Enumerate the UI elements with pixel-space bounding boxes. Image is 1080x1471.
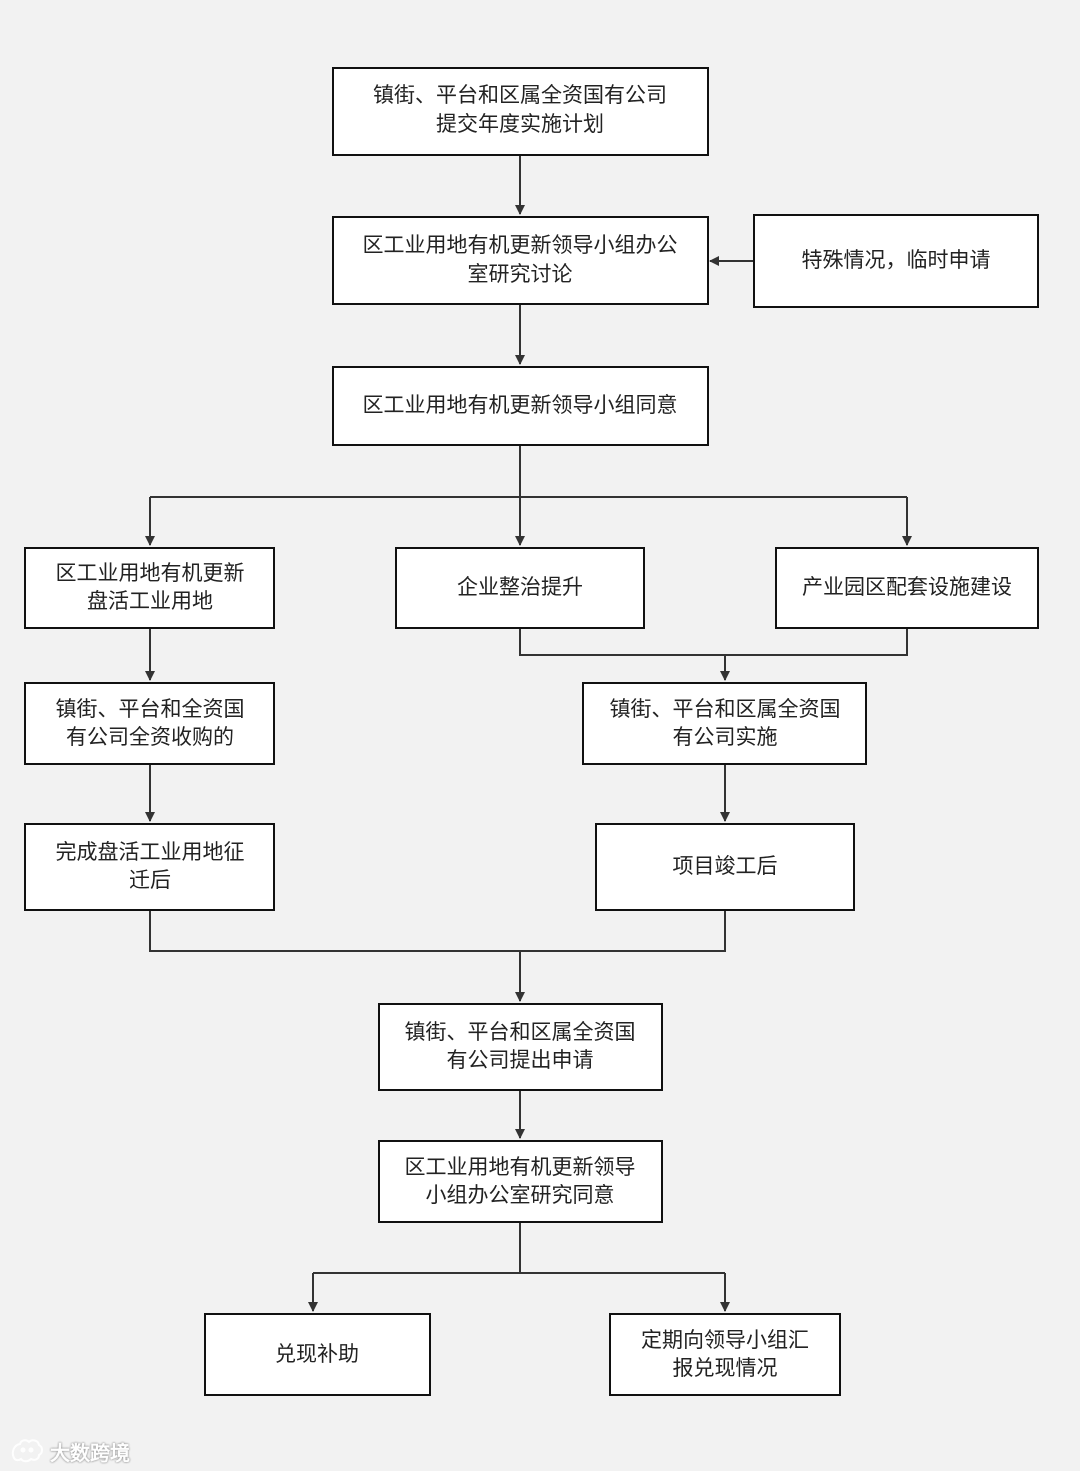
node-label-line-2: 迁后 — [129, 868, 171, 892]
node-box — [609, 1313, 841, 1396]
node-label-line-2: 提交年度实施计划 — [436, 112, 604, 136]
node-label-line-2: 有公司全资收购的 — [66, 725, 234, 749]
node-box — [24, 682, 275, 765]
watermark-text: 大数跨境 — [50, 1440, 130, 1465]
node-label-line-2: 小组办公室研究同意 — [426, 1183, 615, 1207]
connector-layer — [145, 155, 912, 1312]
node-box — [753, 214, 1039, 308]
node-label-line-1: 区工业用地有机更新 — [56, 561, 245, 585]
node-leading-group-approval: 区工业用地有机更新领导小组同意 — [332, 366, 709, 446]
node-label-line-1: 镇街、平台和区属全资国 — [405, 1020, 636, 1044]
edge-n11-merge — [520, 910, 726, 952]
node-label-line-1: 区工业用地有机更新领导 — [405, 1155, 636, 1179]
node-label-line-2: 报兑现情况 — [673, 1356, 778, 1380]
node-label-line-2: 有公司提出申请 — [447, 1048, 594, 1072]
edge-n10-merge — [149, 910, 520, 952]
node-implementation: 镇街、平台和区属全资国 有公司实施 — [582, 682, 867, 765]
node-industrial-land-renewal: 区工业用地有机更新 盘活工业用地 — [24, 547, 275, 629]
node-full-acquisition: 镇街、平台和全资国 有公司全资收购的 — [24, 682, 275, 765]
node-label-line-1: 镇街、平台和全资国 — [56, 697, 245, 721]
node-box — [378, 1003, 663, 1091]
node-enterprise-upgrade: 企业整治提升 — [395, 547, 645, 629]
node-label: 项目竣工后 — [673, 854, 778, 878]
node-label: 兑现补助 — [275, 1342, 359, 1366]
node-box — [332, 216, 709, 305]
node-label: 企业整治提升 — [457, 575, 583, 599]
node-report-to-group: 定期向领导小组汇 报兑现情况 — [609, 1313, 841, 1396]
node-box — [595, 823, 855, 911]
node-label-line-2: 盘活工业用地 — [87, 589, 213, 613]
node-box — [775, 547, 1039, 629]
node-label-line-2: 有公司实施 — [673, 725, 778, 749]
node-industrial-park-facilities: 产业园区配套设施建设 — [775, 547, 1039, 629]
node-label-line-1: 完成盘活工业用地征 — [56, 840, 245, 864]
node-box — [332, 67, 709, 156]
node-box — [332, 366, 709, 446]
node-label: 区工业用地有机更新领导小组同意 — [363, 393, 678, 417]
edge-n6-merge — [519, 628, 725, 656]
node-box — [24, 547, 275, 629]
node-office-approval: 区工业用地有机更新领导 小组办公室研究同意 — [378, 1140, 663, 1223]
node-label: 特殊情况，临时申请 — [802, 248, 991, 272]
edge-n7-merge — [725, 628, 908, 656]
node-relocation-complete: 完成盘活工业用地征 迁后 — [24, 823, 275, 911]
node-project-completed: 项目竣工后 — [595, 823, 855, 911]
node-label-line-1: 区工业用地有机更新领导小组办公 — [363, 233, 678, 257]
node-box — [204, 1313, 431, 1396]
node-layer: 镇街、平台和区属全资国有公司 提交年度实施计划 区工业用地有机更新领导小组办公 … — [24, 67, 1039, 1396]
node-submit-application: 镇街、平台和区属全资国 有公司提出申请 — [378, 1003, 663, 1091]
node-special-temporary-application: 特殊情况，临时申请 — [753, 214, 1039, 308]
node-box — [395, 547, 645, 629]
node-pay-subsidy: 兑现补助 — [204, 1313, 431, 1396]
node-label: 产业园区配套设施建设 — [802, 575, 1012, 599]
node-box — [378, 1140, 663, 1223]
watermark: 大数跨境 — [10, 1436, 130, 1466]
node-label-line-1: 定期向领导小组汇 — [641, 1328, 809, 1352]
node-label-line-1: 镇街、平台和区属全资国有公司 — [373, 83, 667, 107]
node-annual-plan-submission: 镇街、平台和区属全资国有公司 提交年度实施计划 — [332, 67, 709, 156]
brand-logo-icon — [11, 1439, 43, 1463]
node-label-line-2: 室研究讨论 — [468, 262, 573, 286]
node-office-discussion: 区工业用地有机更新领导小组办公 室研究讨论 — [332, 216, 709, 305]
node-box — [582, 682, 867, 765]
node-box — [24, 823, 275, 911]
node-label-line-1: 镇街、平台和区属全资国 — [610, 697, 841, 721]
